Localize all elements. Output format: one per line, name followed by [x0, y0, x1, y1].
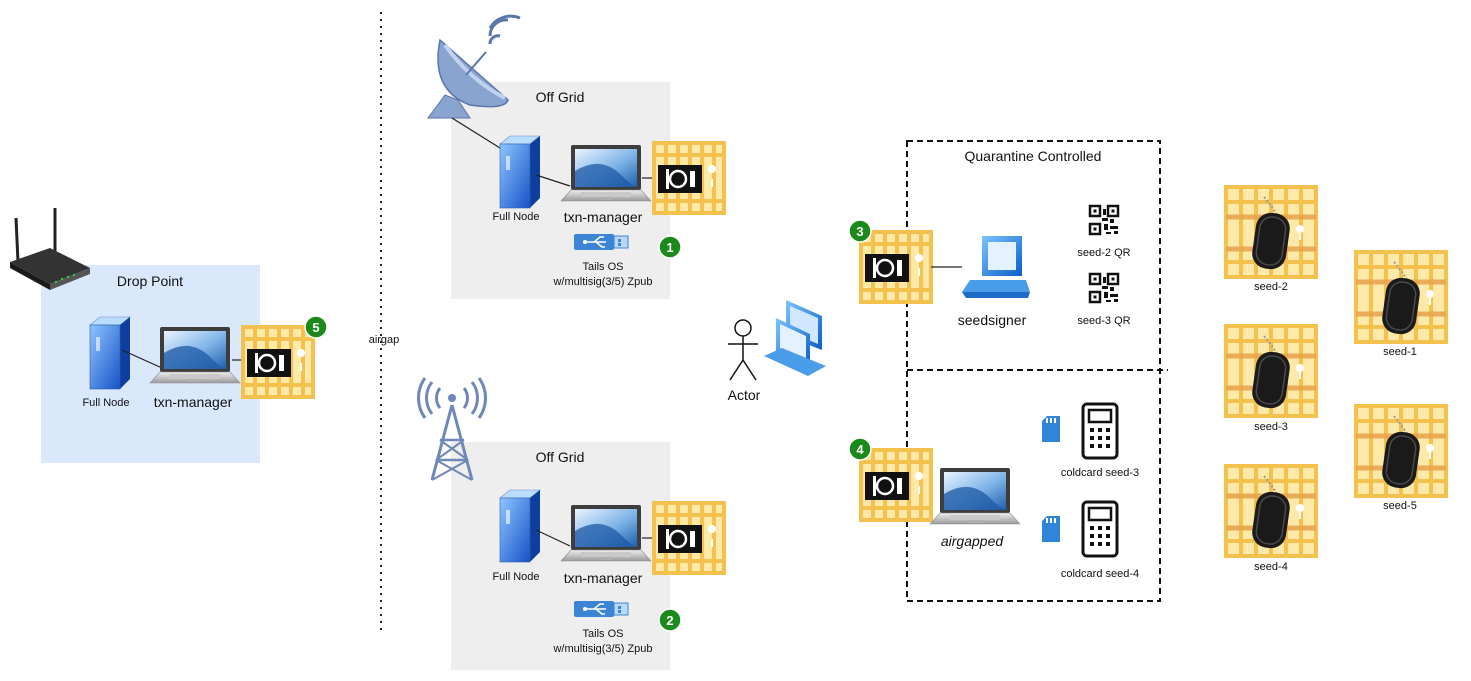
actor-label: Actor: [728, 387, 761, 403]
off-grid-2-zpub-label: w/multisig(3/5) Zpub: [552, 643, 652, 655]
drop-point-title: Drop Point: [117, 273, 183, 289]
full-node-server-icon: [89, 316, 131, 390]
seed-5-label: seed-5: [1383, 500, 1417, 512]
off-grid-2-laptop-icon: [560, 504, 652, 562]
seed-3-qr-icon: [1088, 272, 1120, 304]
seed-1-label: seed-1: [1383, 346, 1417, 358]
usb-stick-icon: [573, 233, 629, 251]
svg-text:1: 1: [666, 240, 673, 255]
off-grid-2-vault-icon: [652, 501, 726, 575]
badge-3: 3: [848, 219, 872, 243]
coldcard-seed-4-icon: [1081, 500, 1119, 558]
actor-stick-figure-icon: [728, 319, 758, 381]
satellite-dish-icon: [427, 14, 521, 119]
seedsigner-label: seedsigner: [958, 312, 1027, 328]
radio-tower-icon: [417, 377, 487, 481]
off-grid-1-full-node-label: Full Node: [492, 211, 539, 223]
seedsigner-device-icon: [962, 236, 1030, 298]
seedsigner-vault-icon: [859, 230, 933, 304]
off-grid-1-title: Off Grid: [536, 89, 585, 105]
quarantine-title: Quarantine Controlled: [965, 148, 1102, 164]
seed-4-vault-icon: [1226, 466, 1316, 556]
airgapped-label: airgapped: [941, 533, 1004, 549]
svg-text:3: 3: [856, 224, 863, 239]
seed-3-label: seed-3: [1254, 421, 1288, 433]
seed-5-vault-icon: [1356, 406, 1446, 496]
txn-manager-laptop-icon: [149, 326, 241, 384]
badge-1: 1: [658, 235, 682, 259]
coldcard-seed-3-label: coldcard seed-3: [1061, 467, 1139, 479]
seed-3-qr-label: seed-3 QR: [1077, 315, 1130, 327]
seed-2-qr-icon: [1088, 204, 1120, 236]
off-grid-1-full-node-icon: [499, 135, 541, 209]
seed-1-vault-icon: [1356, 252, 1446, 342]
off-grid-1-txn-manager-label: txn-manager: [564, 209, 643, 225]
airgapped-vault-icon: [859, 448, 933, 522]
off-grid-2-full-node-label: Full Node: [492, 571, 539, 583]
svg-text:4: 4: [856, 442, 864, 457]
seed-4-label: seed-4: [1254, 561, 1288, 573]
seed-2-qr-label: seed-2 QR: [1077, 247, 1130, 259]
off-grid-2-txn-manager-label: txn-manager: [564, 570, 643, 586]
drop-point-txn-manager-label: txn-manager: [154, 394, 233, 410]
seed-2-vault-icon: [1226, 187, 1316, 277]
seed-2-label: seed-2: [1254, 281, 1288, 293]
off-grid-2-tails-os-label: Tails OS: [583, 628, 624, 640]
coldcard-seed-4-label: coldcard seed-4: [1061, 568, 1139, 580]
badge-5: 5: [304, 315, 328, 339]
off-grid-1-zpub-label: w/multisig(3/5) Zpub: [552, 276, 652, 288]
coldcard-seed-3-icon: [1081, 402, 1119, 460]
usb-stick-icon: [573, 600, 629, 618]
airgapped-laptop-icon: [929, 467, 1021, 525]
actor-computers-icon: [764, 300, 826, 376]
off-grid-2-title: Off Grid: [536, 449, 585, 465]
off-grid-2-full-node-icon: [499, 489, 541, 563]
off-grid-1-tails-os-label: Tails OS: [583, 261, 624, 273]
drop-point-full-node-label: Full Node: [82, 397, 129, 409]
airgap-label: airgap: [369, 334, 400, 346]
badge-2: 2: [658, 608, 682, 632]
svg-text:2: 2: [666, 613, 673, 628]
seed-3-vault-icon: [1226, 326, 1316, 416]
sd-card-icon: [1042, 416, 1060, 442]
sd-card-icon: [1042, 516, 1060, 542]
vault-icon: [241, 325, 315, 399]
off-grid-1-laptop-icon: [560, 144, 652, 202]
badge-4: 4: [848, 437, 872, 461]
svg-text:5: 5: [312, 320, 319, 335]
off-grid-1-vault-icon: [652, 141, 726, 215]
router-icon: [10, 208, 90, 290]
